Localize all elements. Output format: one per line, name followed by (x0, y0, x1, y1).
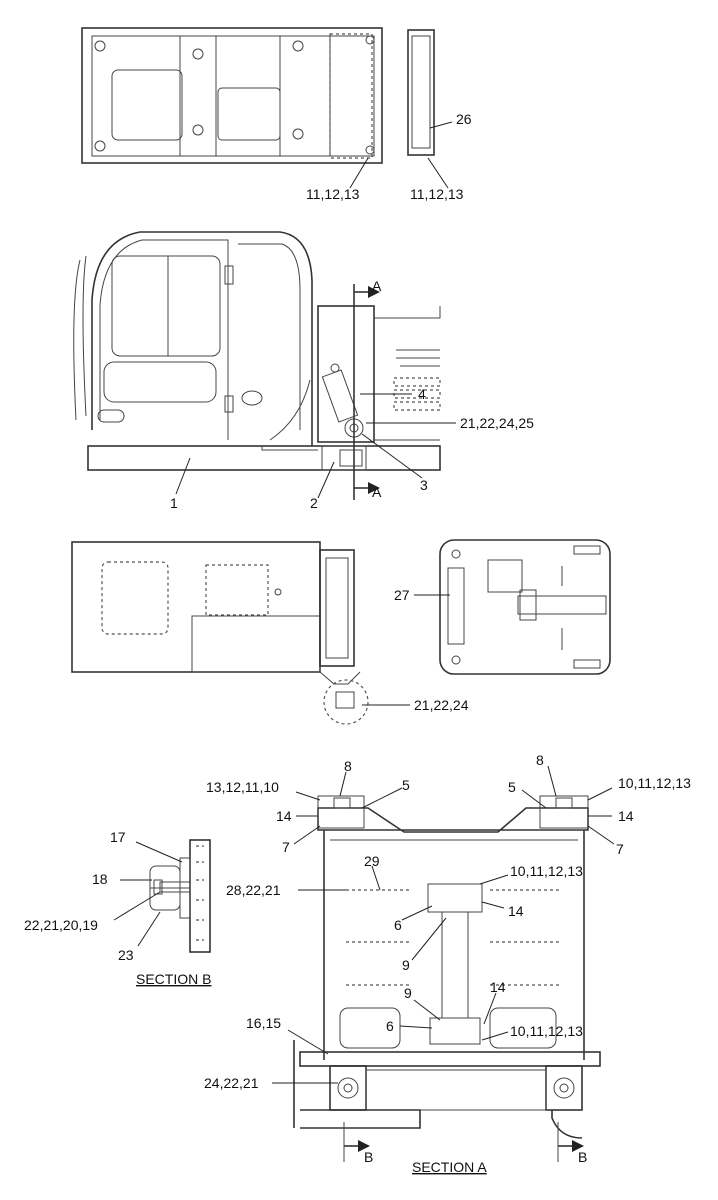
callout-4: 4 (418, 386, 426, 402)
callout-22-21-20-19: 22,21,20,19 (24, 917, 98, 933)
callout-5-left: 5 (402, 777, 410, 793)
callout-6-upper: 6 (394, 917, 402, 933)
section-b-label-left: B (364, 1149, 373, 1165)
callout-9-upper: 9 (402, 957, 410, 973)
callout-10-11-12-13-top: 10,11,12,13 (618, 775, 691, 791)
section-a-label-top: A (372, 278, 382, 294)
section-b-view (149, 839, 211, 953)
callout-28-22-21: 28,22,21 (226, 882, 281, 898)
detail-circle (323, 679, 369, 725)
callout-8-right: 8 (536, 752, 544, 768)
callout-24-22-21: 24,22,21 (204, 1075, 259, 1091)
callout-14-lower: 14 (490, 979, 506, 995)
callout-14-left: 14 (276, 808, 292, 824)
callout-7-right: 7 (616, 841, 624, 857)
rails (346, 889, 560, 986)
callout-top-right: 11,12,13 (410, 186, 464, 202)
callout-18: 18 (92, 871, 108, 887)
underside-plan-view (439, 539, 611, 675)
callout-9-lower: 9 (404, 985, 412, 1001)
section-a-arrow-bottom (368, 482, 380, 494)
callout-top-left: 11,12,13 (306, 186, 360, 202)
section-a-label-bottom: A (372, 484, 382, 500)
section-a-title: SECTION A (412, 1159, 487, 1175)
cab-side-view (73, 231, 441, 471)
callout-17: 17 (110, 829, 126, 845)
top-plan-view (81, 27, 435, 164)
callout-14-mid: 14 (508, 903, 524, 919)
section-b-label-right: B (578, 1149, 587, 1165)
callout-7-left: 7 (282, 839, 290, 855)
callout-8-left: 8 (344, 758, 352, 774)
callout-27: 27 (394, 587, 410, 603)
callout-10-11-12-13-mid: 10,11,12,13 (510, 863, 583, 879)
callout-29: 29 (364, 853, 380, 869)
section-b-title: SECTION B (136, 971, 211, 987)
callout-1: 1 (170, 495, 178, 511)
section-a-arrow-top (368, 286, 380, 298)
callout-26: 26 (456, 111, 472, 127)
callout-2: 2 (310, 495, 318, 511)
callout-21-22-24: 21,22,24 (414, 697, 469, 713)
callout-23: 23 (118, 947, 134, 963)
callout-16-15: 16,15 (246, 1015, 281, 1031)
callout-21-22-24-25: 21,22,24,25 (460, 415, 534, 431)
section-a-view (293, 795, 601, 1162)
floor-plan-view (71, 541, 369, 725)
callout-13-12-11-10: 13,12,11,10 (206, 779, 279, 795)
callout-10-11-12-13-bottom: 10,11,12,13 (510, 1023, 583, 1039)
callout-5-right: 5 (508, 779, 516, 795)
section-b-arrow-left (358, 1140, 370, 1152)
callout-14-right: 14 (618, 808, 634, 824)
section-b-arrow-right (572, 1140, 584, 1152)
callout-6-lower: 6 (386, 1018, 394, 1034)
callout-3: 3 (420, 477, 428, 493)
